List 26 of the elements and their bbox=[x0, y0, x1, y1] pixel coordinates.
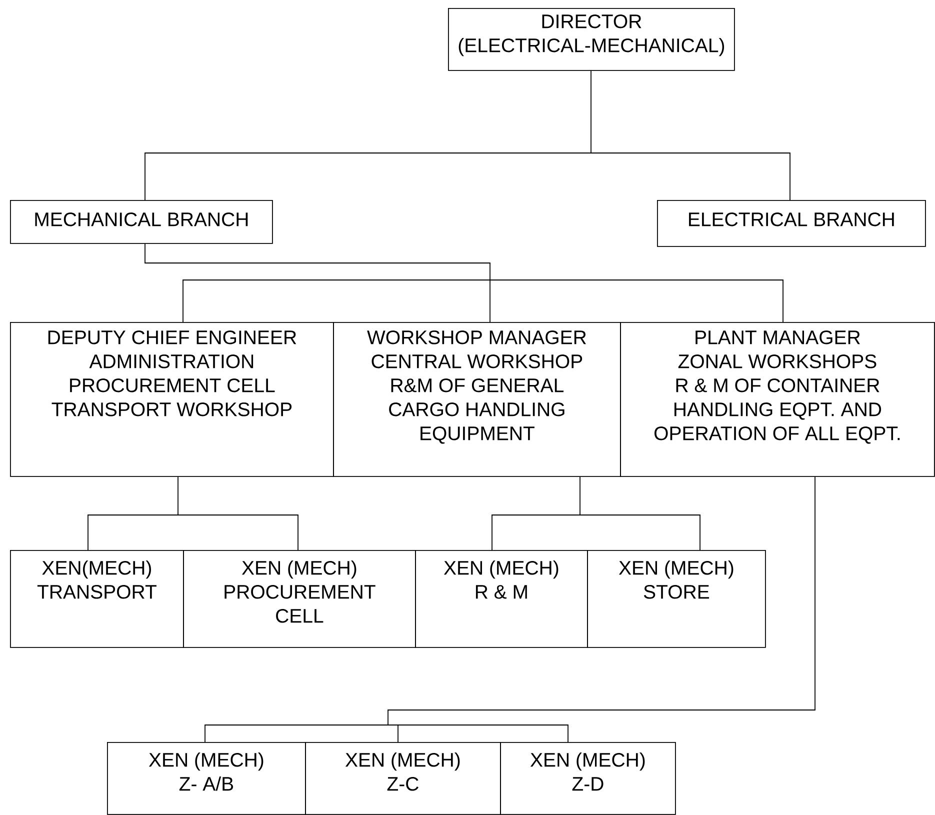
org-box: WORKSHOP MANAGER CENTRAL WORKSHOP R&M OF GENERAL CARGO HANDLING EQUIPMENT bbox=[333, 322, 621, 477]
org-box: ELECTRICAL BRANCH bbox=[657, 200, 926, 247]
org-box: XEN (MECH) Z-C bbox=[305, 742, 501, 815]
connector-line bbox=[182, 280, 490, 322]
org-box: XEN(MECH) TRANSPORT bbox=[10, 550, 184, 648]
connector-line bbox=[144, 152, 592, 200]
connector-line bbox=[204, 724, 388, 742]
org-box: DEPUTY CHIEF ENGINEER ADMINISTRATION PROCUREMENT CELL TRANSPORT WORKSHOP bbox=[10, 322, 334, 477]
connector-line bbox=[144, 243, 490, 280]
connector-line bbox=[492, 514, 580, 550]
org-box: XEN (MECH) STORE bbox=[587, 550, 766, 648]
connector-line bbox=[590, 152, 790, 200]
org-box: PLANT MANAGER ZONAL WORKSHOPS R & M OF CONTAINER HANDLING EQPT. AND OPERATION OF ALL EQPT. bbox=[620, 322, 935, 477]
connector-line bbox=[388, 724, 568, 742]
connector-line bbox=[580, 514, 700, 550]
org-box: MECHANICAL BRANCH bbox=[10, 200, 273, 244]
org-box: XEN (MECH) PROCUREMENT CELL bbox=[183, 550, 416, 648]
connector-line bbox=[178, 514, 298, 550]
org-box: XEN (MECH) Z-D bbox=[500, 742, 676, 815]
org-box: DIRECTOR (ELECTRICAL-MECHANICAL) bbox=[448, 8, 735, 71]
org-box: XEN (MECH) R & M bbox=[415, 550, 588, 648]
connector-line bbox=[88, 514, 178, 550]
org-box: XEN (MECH) Z- A/B bbox=[107, 742, 306, 815]
connector-line bbox=[490, 280, 784, 322]
connector-line bbox=[388, 476, 816, 726]
connector-line bbox=[590, 70, 592, 154]
